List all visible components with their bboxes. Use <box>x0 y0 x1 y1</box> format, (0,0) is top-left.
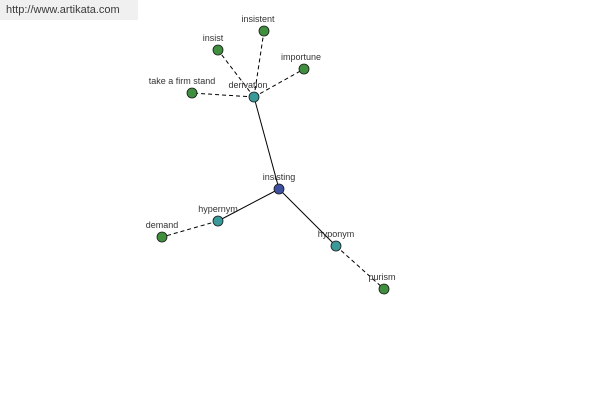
node-insisting[interactable]: insisting <box>263 172 296 195</box>
nodes-layer: insisting derivation hypernym hyponym insist… <box>146 14 396 295</box>
node-dot-importune[interactable] <box>298 63 310 75</box>
edge-insisting-derivation <box>253 96 280 190</box>
node-dot-insistent[interactable] <box>258 25 270 37</box>
node-hyponym[interactable]: hyponym <box>318 229 355 252</box>
node-hypernym[interactable]: hypernym <box>198 204 238 227</box>
node-derivation[interactable]: derivation <box>228 80 268 103</box>
node-importune[interactable]: importune <box>281 52 321 75</box>
node-label-insistent: insistent <box>241 14 275 24</box>
node-dot-insisting[interactable] <box>273 183 285 195</box>
node-dot-purism[interactable] <box>378 283 390 295</box>
node-dot-hyponym[interactable] <box>330 240 342 252</box>
edge-derivation-take_a_firm_stand <box>191 92 255 98</box>
node-dot-insist[interactable] <box>212 44 224 56</box>
node-label-derivation: derivation <box>228 80 267 90</box>
node-label-importune: importune <box>281 52 321 62</box>
edge-hypernym-demand <box>161 220 219 238</box>
node-label-take-a-firm-stand: take a firm stand <box>149 76 216 86</box>
edge-insisting-hyponym <box>278 188 337 247</box>
edges-layer <box>161 30 385 290</box>
edge-insisting-hypernym <box>217 188 280 222</box>
node-label-demand: demand <box>146 220 179 230</box>
node-label-hyponym: hyponym <box>318 229 355 239</box>
node-label-insist: insist <box>203 33 224 43</box>
node-dot-take-a-firm-stand[interactable] <box>186 87 198 99</box>
node-label-insisting: insisting <box>263 172 296 182</box>
edge-derivation-insist <box>217 49 255 98</box>
node-label-hypernym: hypernym <box>198 204 238 214</box>
node-purism[interactable]: purism <box>368 272 396 295</box>
node-demand[interactable]: demand <box>146 220 179 243</box>
edge-derivation-importune <box>253 68 305 98</box>
node-insist[interactable]: insist <box>203 33 224 56</box>
edge-hyponym-purism <box>335 245 385 290</box>
node-dot-derivation[interactable] <box>248 91 260 103</box>
node-dot-demand[interactable] <box>156 231 168 243</box>
node-take-a-firm-stand[interactable]: take a firm stand <box>149 76 216 99</box>
node-label-purism: purism <box>368 272 395 282</box>
watermark-url: http://www.artikata.com <box>0 0 138 20</box>
node-dot-hypernym[interactable] <box>212 215 224 227</box>
node-insistent[interactable]: insistent <box>241 14 275 37</box>
